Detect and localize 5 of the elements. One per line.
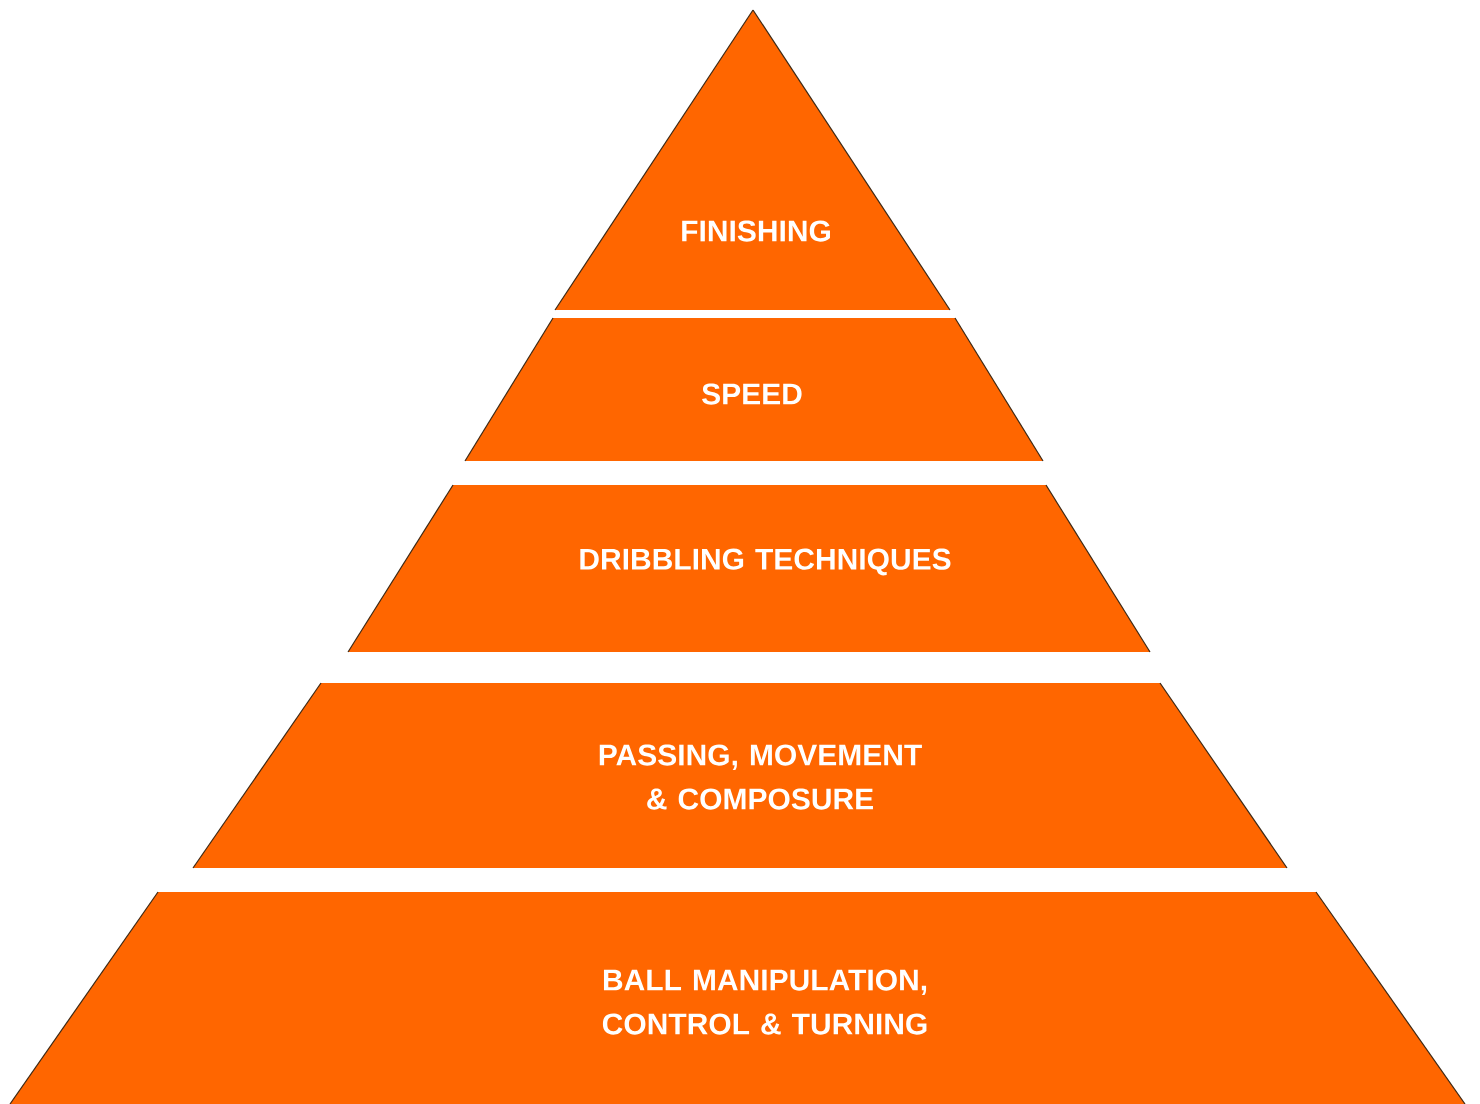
pyramid-tier: SPEED <box>464 317 1044 462</box>
pyramid-tier: DRIBBLING TECHNIQUES <box>347 484 1151 653</box>
pyramid-tier: FINISHING <box>554 9 951 311</box>
pyramid-tier: PASSING, MOVEMENT & COMPOSURE <box>192 682 1288 869</box>
pyramid-tier: BALL MANIPULATION, CONTROL & TURNING <box>9 891 1466 1104</box>
